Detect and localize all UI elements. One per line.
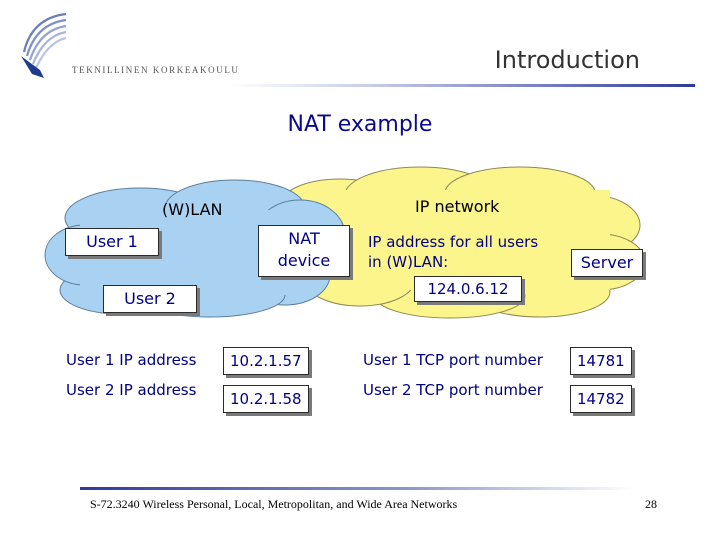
user2-port-value: 14782 xyxy=(570,385,632,413)
nat-device-node: NAT device xyxy=(258,225,350,277)
user1-ip-value: 10.2.1.57 xyxy=(223,347,309,375)
wlan-label: (W)LAN xyxy=(162,200,223,219)
user2-port-label: User 2 TCP port number xyxy=(363,381,543,399)
nat-device-line1: NAT xyxy=(288,229,320,248)
footer-divider xyxy=(80,487,635,490)
logo-text: TEKNILLINEN KORKEAKOULU xyxy=(72,65,240,75)
header-divider xyxy=(230,84,695,87)
user1-port-label: User 1 TCP port number xyxy=(363,351,543,369)
university-logo xyxy=(21,12,67,78)
ip-note-line2: in (W)LAN: xyxy=(368,253,449,271)
course-title: S-72.3240 Wireless Personal, Local, Metr… xyxy=(90,497,458,511)
user1-node: User 1 xyxy=(65,228,159,256)
user2-label: User 2 xyxy=(124,289,176,308)
ip-note-line1: IP address for all users xyxy=(368,233,539,251)
user2-ip-value: 10.2.1.58 xyxy=(223,385,309,413)
section-title: Introduction xyxy=(494,46,640,74)
public-ip-box: 124.0.6.12 xyxy=(414,276,522,302)
user1-label: User 1 xyxy=(86,232,138,251)
slide-title: NAT example xyxy=(287,112,433,137)
user2-ip-label: User 2 IP address xyxy=(66,381,197,399)
public-ip-value: 124.0.6.12 xyxy=(427,280,509,298)
ip-network-label: IP network xyxy=(415,197,500,216)
user1-port-value: 14781 xyxy=(570,347,632,375)
user1-ip-label: User 1 IP address xyxy=(66,351,197,369)
server-label: Server xyxy=(580,253,634,272)
nat-device-line2: device xyxy=(277,251,331,270)
user2-node: User 2 xyxy=(103,285,197,313)
ip-address-note: IP address for all users in (W)LAN: xyxy=(368,232,538,272)
server-node: Server xyxy=(571,249,643,277)
page-number: 28 xyxy=(645,497,657,511)
